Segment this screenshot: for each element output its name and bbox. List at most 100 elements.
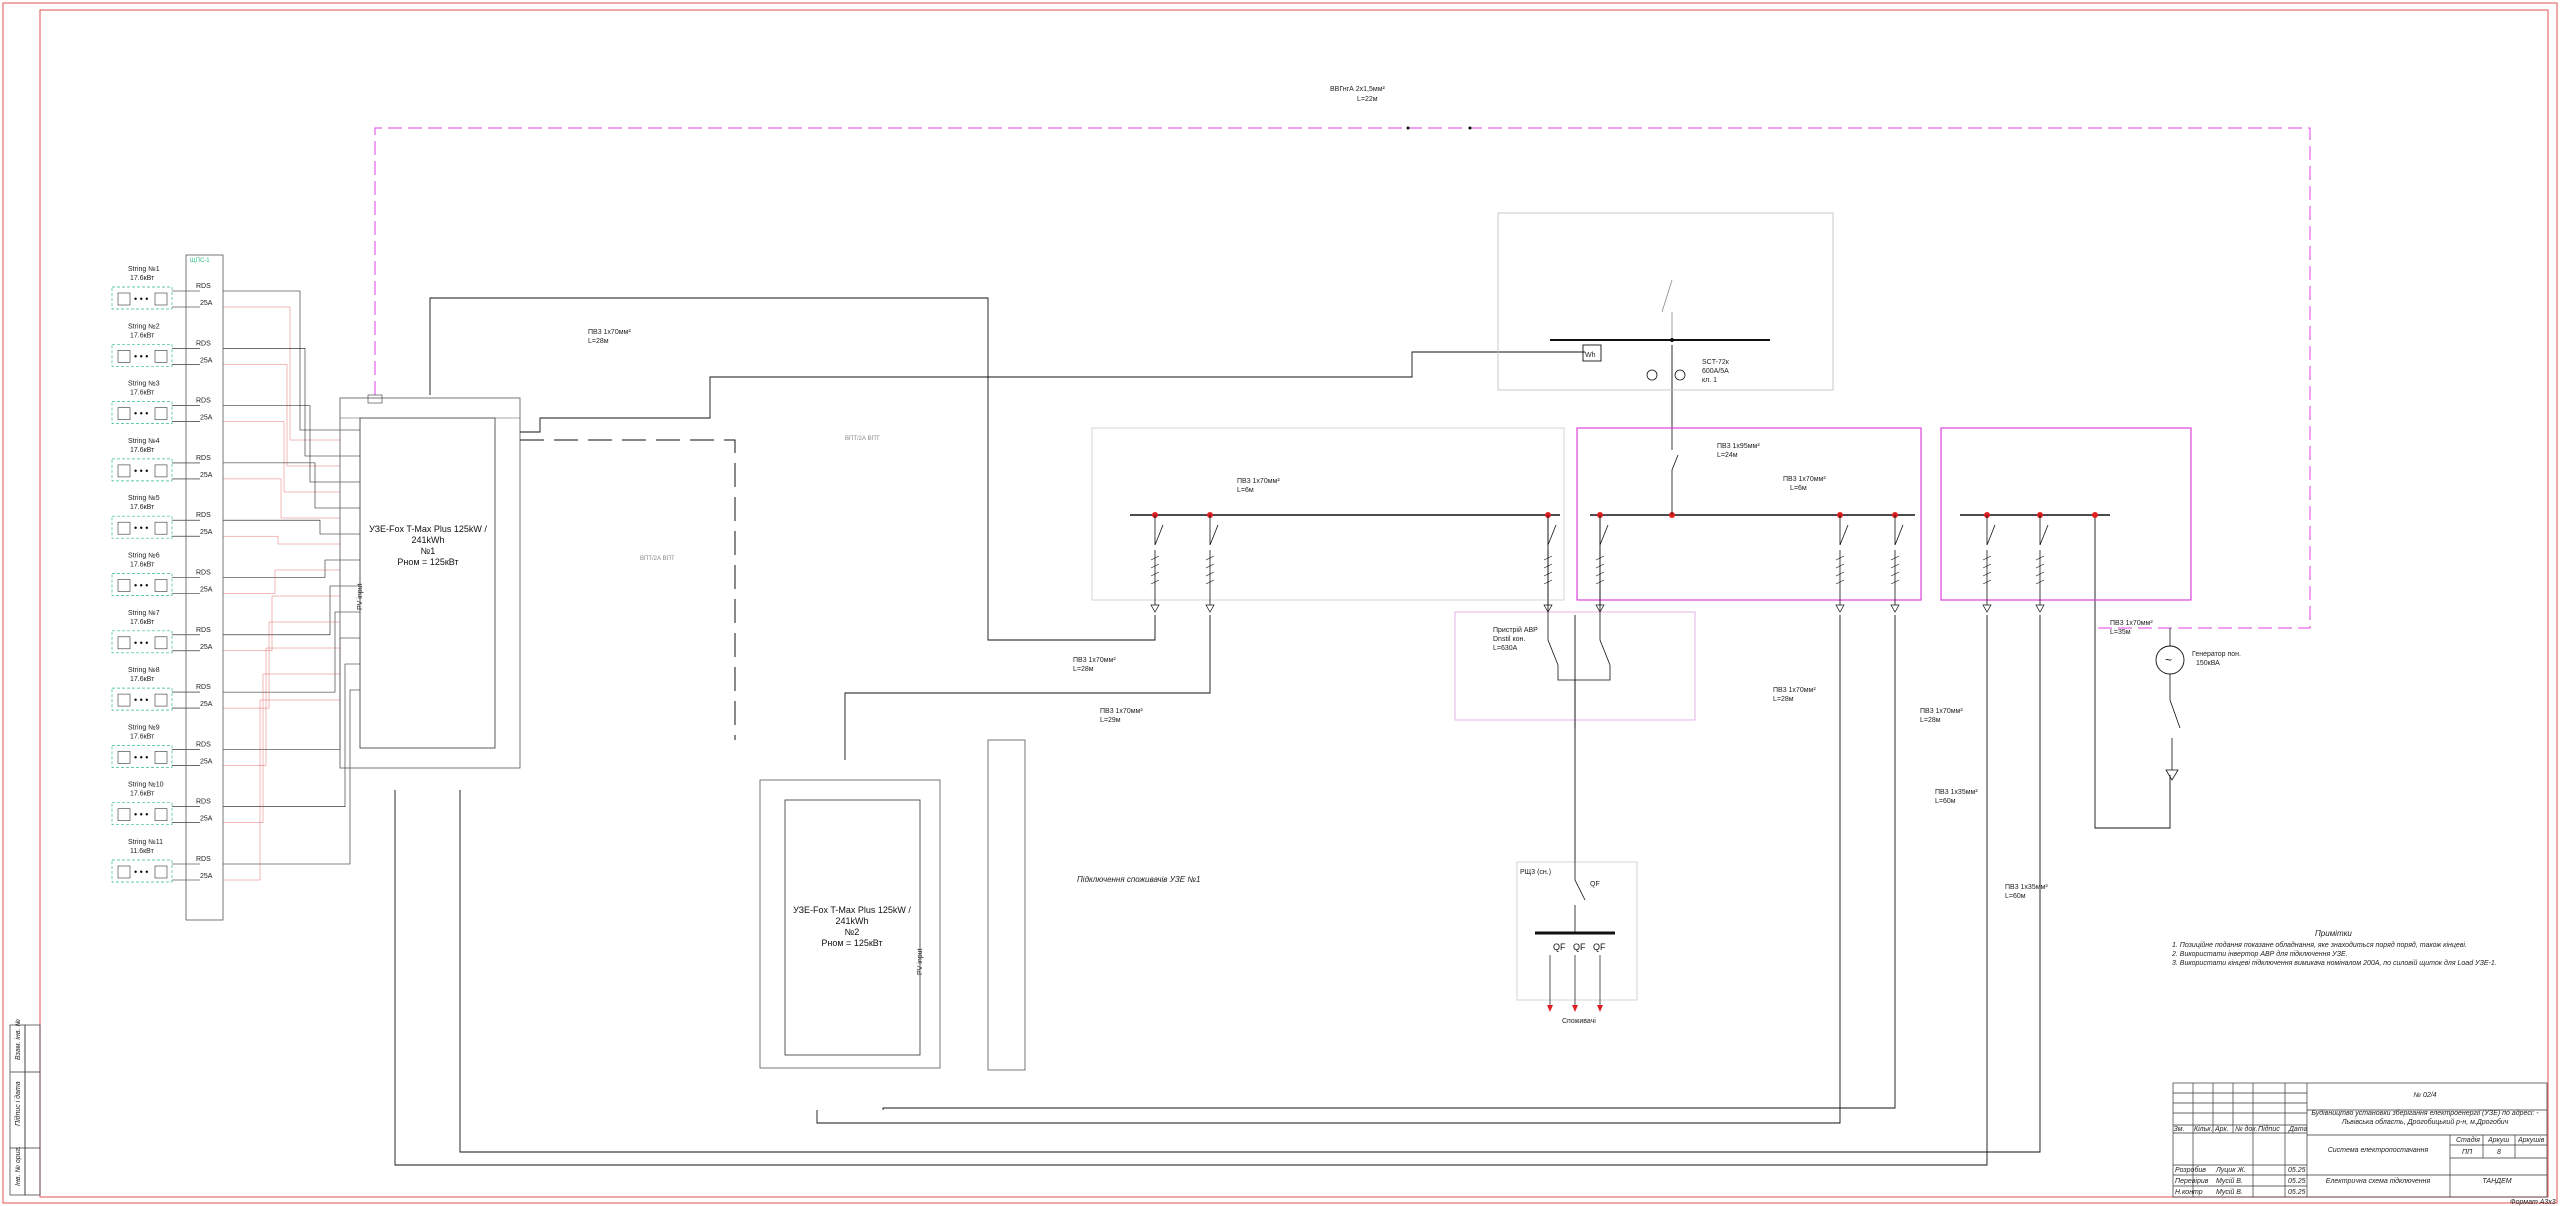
cable-1-len: L=28м xyxy=(588,338,609,345)
inverter-1-pv-label: PV input xyxy=(357,583,364,610)
breaker xyxy=(2039,515,2049,605)
generator: ~ Генератор пон. 150кВА xyxy=(2155,628,2241,781)
svg-text:• • •: • • • xyxy=(134,351,148,361)
fuse-label: 25А xyxy=(200,415,213,422)
string-power: 17.6кВт xyxy=(130,275,155,282)
cable-c-type: ПВ3 1х70мм² xyxy=(1773,687,1816,694)
string-power: 17.6кВт xyxy=(130,619,155,626)
string-power: 17.6кВт xyxy=(130,562,155,569)
row-3-name: Мусій В. xyxy=(2216,1188,2243,1196)
inverter-2-pv-label: PV input xyxy=(917,948,924,975)
notes-title: Примітки xyxy=(2315,929,2352,938)
string-name: String №11 xyxy=(128,839,163,846)
sheet-title: Електрична схема підключення xyxy=(2326,1177,2431,1185)
row-3-date: 05.25 xyxy=(2288,1189,2306,1196)
row-1-role: Розробив xyxy=(2175,1166,2206,1174)
panel-title: РЩ3 (сн.) xyxy=(1520,869,1551,876)
power-wiring xyxy=(394,297,2171,1166)
inverter-2-name: УЗЕ-Fox T-Max Plus 125kW / xyxy=(793,905,911,915)
row-3-role: Н.контр xyxy=(2175,1189,2203,1196)
svg-text:• • •: • • • xyxy=(134,294,148,304)
col-head-5: Підпис xyxy=(2258,1125,2280,1133)
title-block-text: Зм. Кільк. Арк. № док. Підпис Дата Розро… xyxy=(2174,1092,2556,1206)
panel-qf-1: QF xyxy=(1553,942,1566,952)
side-stamp-1: Взам. інв. № xyxy=(14,1019,22,1060)
bus2-cable-len: L=24м xyxy=(1717,452,1738,459)
ats-unit: Пристрій АВР Dnstil кон. L=630А xyxy=(1454,610,1696,728)
col-head-6: Дата xyxy=(2288,1126,2308,1133)
sheet-value: 8 xyxy=(2497,1149,2501,1156)
svg-text:• • •: • • • xyxy=(134,752,148,762)
meter-symbol: Wh xyxy=(1585,352,1596,359)
string-name: String №7 xyxy=(128,610,160,617)
string-power: 17.6кВт xyxy=(130,447,155,454)
side-stamp-3: Інв. № ориг. xyxy=(15,1146,22,1186)
string-power: 17.6кВт xyxy=(130,390,155,397)
dashed-cable xyxy=(520,439,736,740)
load-panel: РЩ3 (сн.) QF QF QF QF Споживачі xyxy=(1516,860,1638,1025)
section-name: Система електропостачання xyxy=(2328,1147,2429,1154)
fuse-label: 25А xyxy=(200,758,213,765)
breaker xyxy=(1209,515,1219,605)
meter-spec-3: кл. 1 xyxy=(1702,377,1717,384)
inverter-1-name: УЗЕ-Fox T-Max Plus 125kW / xyxy=(369,524,487,534)
string-name: String №4 xyxy=(128,438,160,445)
generator-label-2: 150кВА xyxy=(2196,660,2220,667)
meter-spec-2: 600А/5А xyxy=(1702,368,1729,375)
gray-note-2: ВПТ/2А ВПТ xyxy=(640,556,675,562)
string-power: 17.6кВт xyxy=(130,733,155,740)
cable-g-len: L=35м xyxy=(2110,629,2131,636)
note-2: 2. Використати інвертор АВР для підключе… xyxy=(2171,950,2348,958)
bus-junction xyxy=(2092,512,2098,518)
row-2-role: Перевірив xyxy=(2175,1177,2209,1185)
string-name: String №9 xyxy=(128,724,160,731)
ats-label-2: Dnstil кон. xyxy=(1493,636,1525,643)
sheet-head: Аркуш xyxy=(2487,1137,2509,1144)
col-head-1: Зм. xyxy=(2174,1126,2185,1133)
cable-f-type: ПВ3 1х35мм² xyxy=(2005,884,2048,891)
gray-note-1: ВПТ/2А ВПТ xyxy=(845,436,880,442)
note-3: 3. Використати кінцеві підключення вимик… xyxy=(2172,959,2497,967)
project-line-1: Будівництво установки зберігання електро… xyxy=(2311,1109,2539,1117)
string-combiner-box xyxy=(185,254,224,921)
side-stamp: Взам. інв. № Підпис і дата Інв. № ориг. xyxy=(9,1019,41,1196)
string-name: String №3 xyxy=(128,381,160,388)
rds-label: RDS xyxy=(196,512,211,519)
inverter-1-number: №1 xyxy=(421,546,436,556)
generator-label-1: Генератор пон. xyxy=(2192,651,2241,658)
stage-value: ПП xyxy=(2462,1149,2473,1156)
inverter-2-number: №2 xyxy=(845,927,860,937)
company-name: ТАНДЕМ xyxy=(2482,1178,2511,1185)
svg-text:• • •: • • • xyxy=(134,581,148,591)
inverter-1-capacity: 241kWh xyxy=(411,535,444,545)
ats-label-3: L=630А xyxy=(1493,645,1518,652)
row-1-date: 05.25 xyxy=(2288,1167,2306,1174)
fuse-label: 25А xyxy=(200,873,213,880)
format-label: Формат А3х3 xyxy=(2510,1199,2556,1206)
metering-cabinet: Wh SCT-72к 600А/5А кл. 1 xyxy=(1497,212,1834,391)
svg-text:• • •: • • • xyxy=(134,695,148,705)
cable-b-len: L=29м xyxy=(1100,717,1121,724)
project-line-2: Львівська область, Дрогобицький р-н, м.Д… xyxy=(2341,1118,2509,1126)
cable-c-len: L=28м xyxy=(1773,696,1794,703)
breaker xyxy=(1839,515,1849,605)
svg-text:• • •: • • • xyxy=(134,810,148,820)
string-name: String №2 xyxy=(128,323,160,330)
col-head-2: Кільк. xyxy=(2194,1125,2213,1133)
cable-a-len: L=28м xyxy=(1073,666,1094,673)
panel-consumers: Споживачі xyxy=(1562,1017,1596,1025)
note-1: 1. Позиційне подання показане обладнання… xyxy=(2172,941,2467,949)
meter-spec-1: SCT-72к xyxy=(1702,359,1730,366)
pv-string: String №9 17.6кВт • • • RDS 25А xyxy=(111,637,360,768)
stage-head: Стадія xyxy=(2456,1136,2480,1144)
svg-text:• • •: • • • xyxy=(134,638,148,648)
cable-g-type: ПВ3 1х70мм² xyxy=(2110,620,2153,627)
rds-label: RDS xyxy=(196,741,211,748)
sheets-head: Аркушів xyxy=(2517,1136,2545,1144)
string-name: String №6 xyxy=(128,553,160,560)
